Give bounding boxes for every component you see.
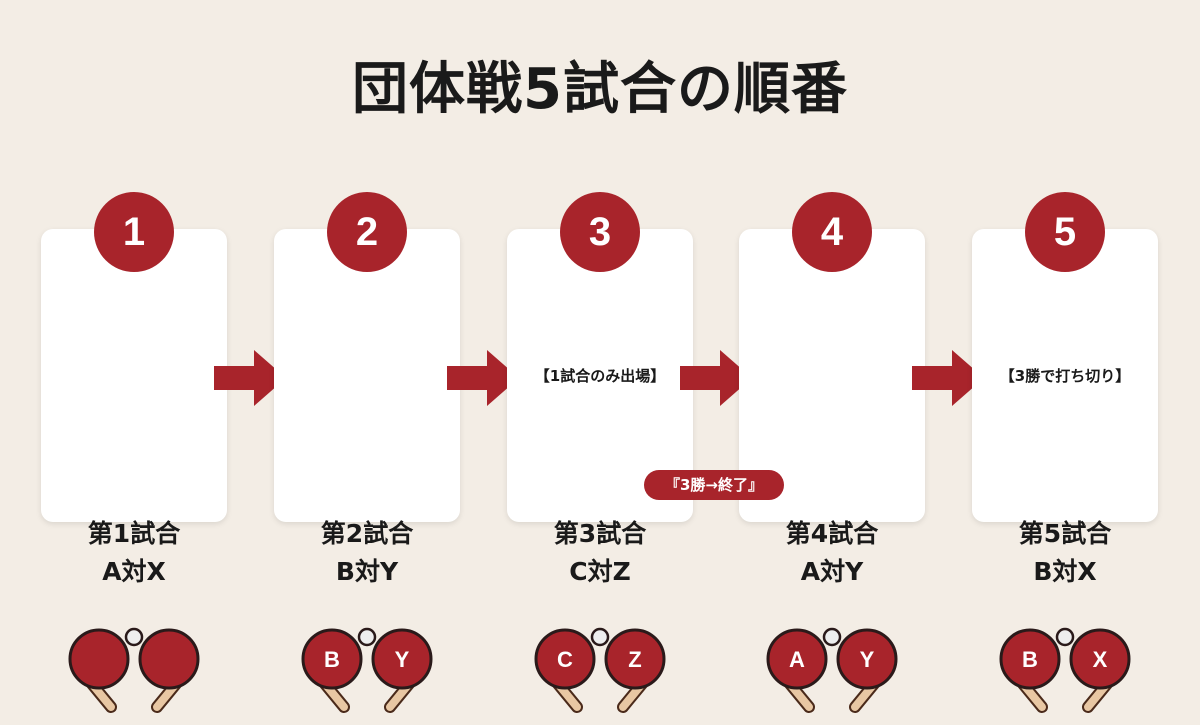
finish-badge: 『3勝→終了』 [644, 470, 784, 500]
page-title: 団体戦5試合の順番 [352, 57, 848, 122]
paddle-letter-left: A [789, 647, 805, 672]
paddle-letter-left: B [1022, 647, 1038, 672]
match-note: 【3勝で打ち切り】 [999, 367, 1131, 385]
match-card-1: 第1試合 A対X [41, 229, 227, 713]
paddles-icon: C Z [534, 627, 666, 713]
ping-pong-ball-icon [822, 627, 842, 647]
match-pair: B対X [1033, 557, 1097, 586]
arrow-right-icon [214, 350, 286, 406]
paddle-letter-left: B [324, 647, 340, 672]
match-note: 【1試合のみ出場】 [534, 367, 666, 385]
ping-pong-ball-icon [1055, 627, 1075, 647]
paddle-letter-right: Y [860, 647, 875, 672]
paddles-icon: A Y [766, 627, 898, 713]
match-title: 第1試合 [87, 519, 181, 548]
match-number-badge-4: 4 [792, 192, 872, 272]
arrow-right-icon [447, 350, 519, 406]
match-pair: B対Y [335, 557, 399, 586]
match-label: 第4試合 A対Y [739, 515, 925, 591]
ping-pong-ball-icon [357, 627, 377, 647]
paddles-icon [68, 627, 200, 713]
paddle-letter-right: X [1093, 647, 1108, 672]
match-number-badge-3: 3 [560, 192, 640, 272]
match-pair: A対Y [800, 557, 864, 586]
arrow-right-icon [912, 350, 984, 406]
match-card-5: 第5試合 B対X 【3勝で打ち切り】 B X [972, 229, 1158, 713]
arrow-right-icon [680, 350, 752, 406]
paddle-letter-right: Z [628, 647, 641, 672]
match-pair: C対Z [569, 557, 631, 586]
match-label: 第3試合 C対Z [507, 515, 693, 591]
match-title: 第5試合 [1018, 519, 1112, 548]
paddle-letter-right: Y [395, 647, 410, 672]
match-title: 第4試合 [785, 519, 879, 548]
match-label: 第5試合 B対X [972, 515, 1158, 591]
match-label: 第1試合 A対X [41, 515, 227, 591]
match-label: 第2試合 B対Y [274, 515, 460, 591]
match-title: 第2試合 [320, 519, 414, 548]
match-pair: A対X [102, 557, 166, 586]
match-number-badge-5: 5 [1025, 192, 1105, 272]
ping-pong-ball-icon [124, 627, 144, 647]
match-card-2: 第2試合 B対Y B Y [274, 229, 460, 713]
paddle-letter-left: C [557, 647, 573, 672]
paddles-icon: B Y [301, 627, 433, 713]
match-number-badge-1: 1 [94, 192, 174, 272]
match-title: 第3試合 [553, 519, 647, 548]
ping-pong-ball-icon [590, 627, 610, 647]
paddles-icon: B X [999, 627, 1131, 713]
match-number-badge-2: 2 [327, 192, 407, 272]
